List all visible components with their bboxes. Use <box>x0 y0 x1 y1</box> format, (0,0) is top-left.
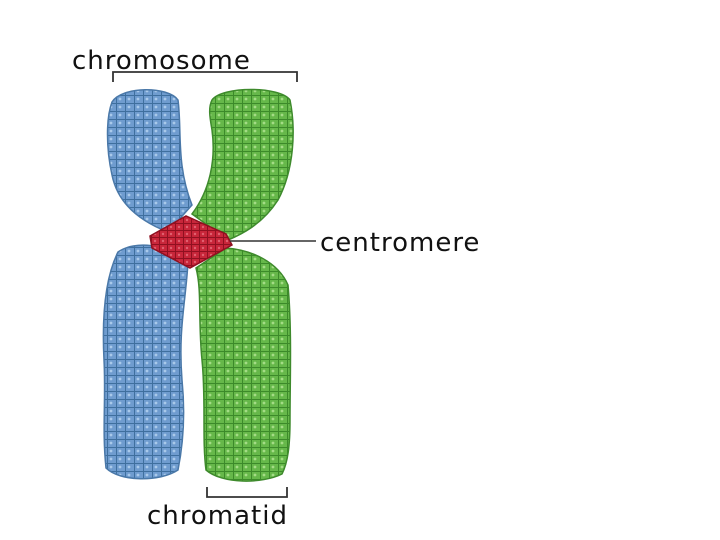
chromosome-label: chromosome <box>72 46 251 76</box>
left-upper-arm <box>106 89 193 233</box>
chromosome-bracket <box>112 71 298 82</box>
chromatid-bracket <box>206 487 288 498</box>
centromere-label: centromere <box>320 228 481 258</box>
left-lower-arm <box>102 244 189 480</box>
right-lower-arm <box>195 247 292 482</box>
chromatid-label: chromatid <box>147 501 288 531</box>
left-chromatid <box>102 89 193 480</box>
centromere-region <box>149 215 234 269</box>
right-chromatid <box>190 88 294 482</box>
right-upper-arm <box>190 88 294 241</box>
